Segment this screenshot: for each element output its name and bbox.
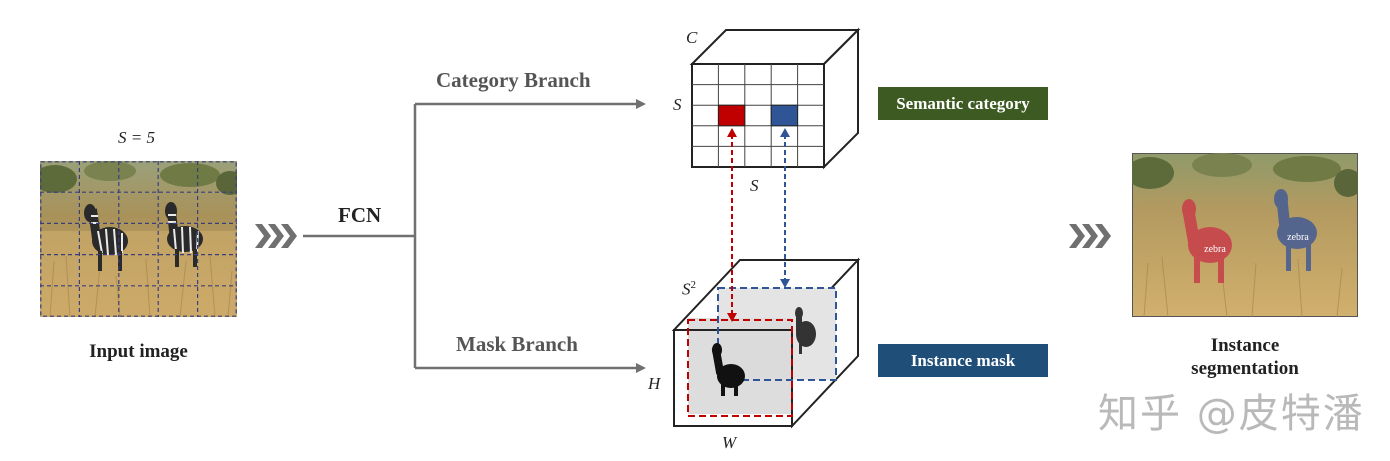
category-tensor bbox=[689, 27, 861, 170]
zebra-silhouette-back bbox=[795, 307, 816, 354]
output-image: zebra zebra bbox=[1132, 153, 1358, 317]
grid-overlay bbox=[40, 161, 237, 317]
output-caption-line2: segmentation bbox=[1191, 358, 1299, 379]
mask-branch-label: Mask Branch bbox=[456, 332, 578, 356]
zebra-right bbox=[165, 202, 203, 267]
output-caption-line1: Instance bbox=[1210, 335, 1280, 356]
tag-zebra-right: zebra bbox=[1287, 232, 1309, 243]
dim-s-bottom-label: S bbox=[750, 176, 759, 195]
dim-s-left-label: S bbox=[673, 95, 682, 114]
tag-zebra-left: zebra bbox=[1204, 244, 1226, 255]
arrowhead-category bbox=[636, 99, 646, 109]
chevron-icon-output bbox=[1069, 224, 1111, 248]
instance-mask-box: Instance mask bbox=[878, 344, 1048, 377]
output-caption: Instance segmentation bbox=[1132, 334, 1358, 380]
mask-slice-red bbox=[687, 319, 793, 417]
dim-c-label: C bbox=[686, 28, 698, 47]
chevron-icon bbox=[255, 224, 297, 248]
dim-w-label: W bbox=[722, 433, 737, 452]
fcn-label: FCN bbox=[338, 203, 382, 227]
category-cell-blue bbox=[770, 104, 799, 127]
zebra-silhouette-front bbox=[711, 343, 745, 396]
zebra-mask-red bbox=[1181, 199, 1232, 283]
mask-slice-blue bbox=[717, 287, 837, 381]
dim-h-label: H bbox=[648, 374, 661, 393]
watermark: 知乎 @皮特潘 bbox=[1098, 391, 1365, 437]
zebra-mask-blue bbox=[1274, 189, 1317, 271]
grid-size-label: S = 5 bbox=[118, 128, 155, 147]
category-cell-red bbox=[717, 104, 746, 127]
arrowhead-mask bbox=[636, 363, 646, 373]
input-image bbox=[40, 161, 237, 317]
category-branch-label: Category Branch bbox=[436, 68, 591, 92]
mask-tensor bbox=[671, 257, 861, 429]
dim-s2-label: S2 bbox=[682, 279, 696, 299]
semantic-category-box: Semantic category bbox=[878, 87, 1048, 120]
input-caption: Input image bbox=[89, 341, 188, 362]
